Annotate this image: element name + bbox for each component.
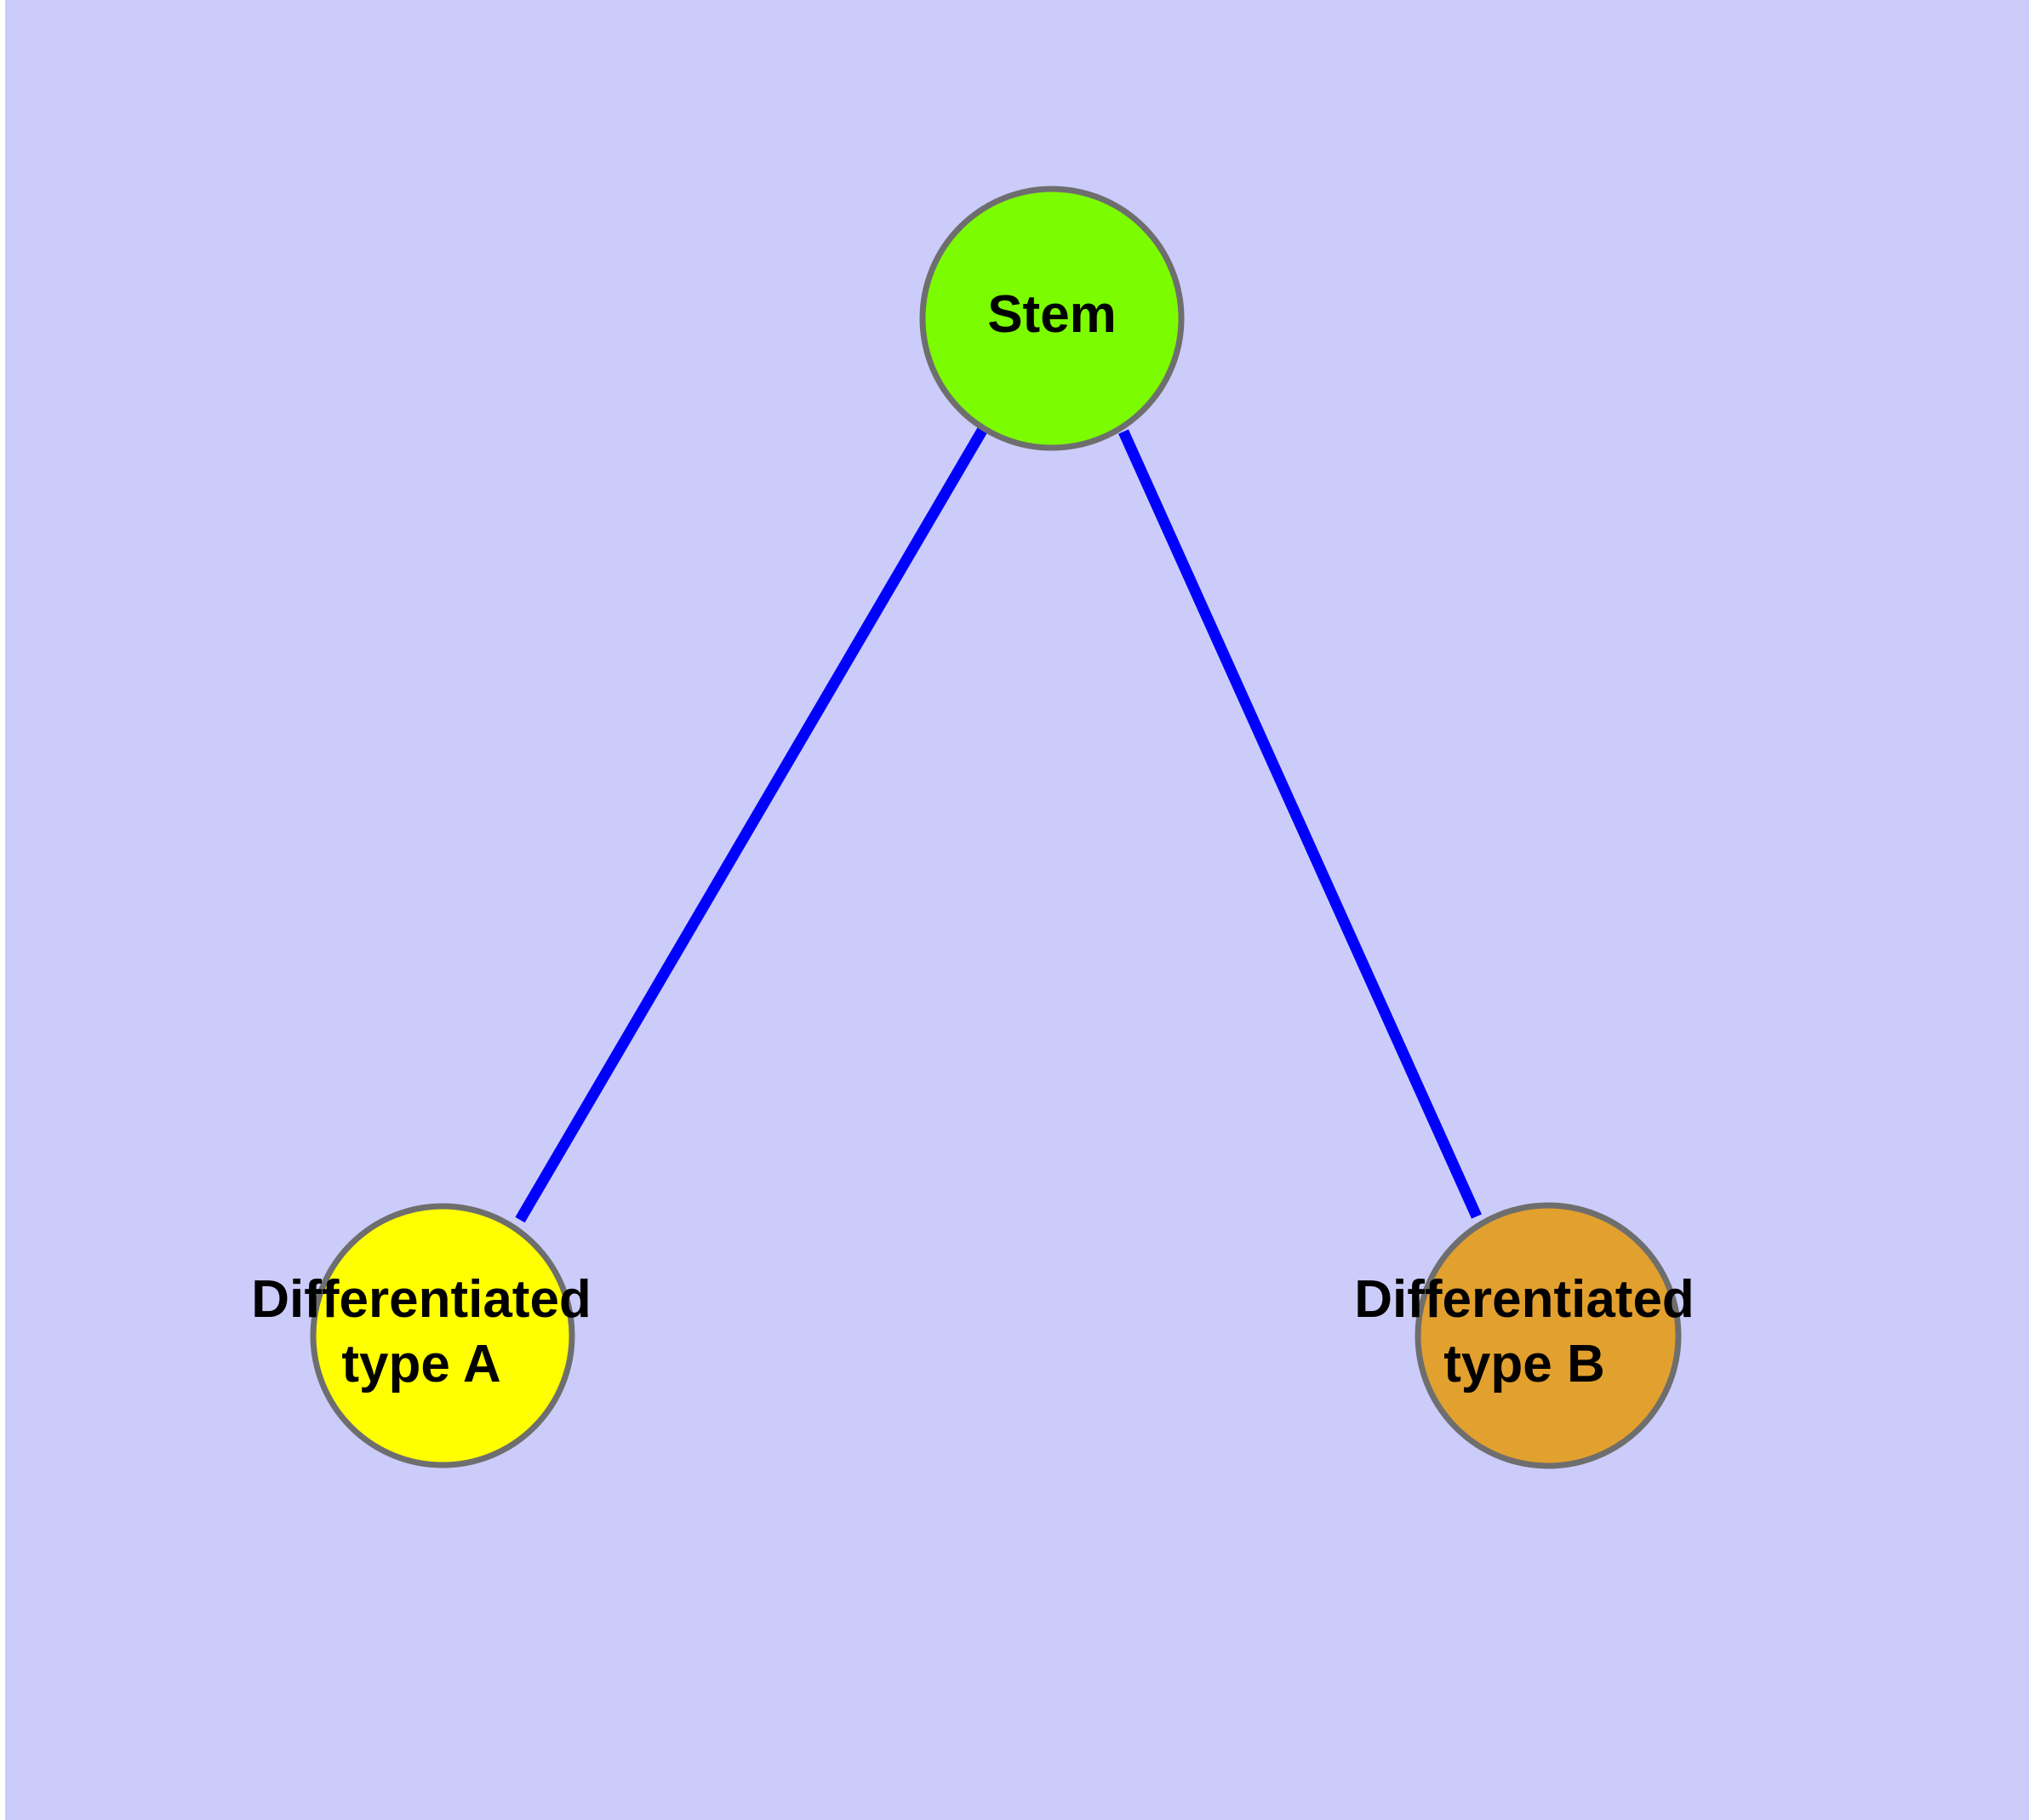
node-label-line: Stem (987, 285, 1117, 344)
nodes-layer (310, 186, 1682, 1469)
node-stem[interactable] (919, 186, 1185, 451)
edge-stem-to-diff-a[interactable] (515, 426, 988, 1223)
node-diff-b[interactable] (1415, 1202, 1682, 1469)
node-diff-a[interactable] (310, 1203, 575, 1468)
node-label-line: type A (341, 1335, 500, 1394)
node-label-line: type B (1443, 1335, 1604, 1394)
node-label-line: Differentiated (1354, 1271, 1695, 1330)
edges-layer (515, 426, 1482, 1223)
node-label-line: Differentiated (251, 1271, 592, 1330)
edge-stem-to-diff-b[interactable] (1118, 429, 1482, 1219)
node-label-stem: Stem (987, 285, 1117, 344)
